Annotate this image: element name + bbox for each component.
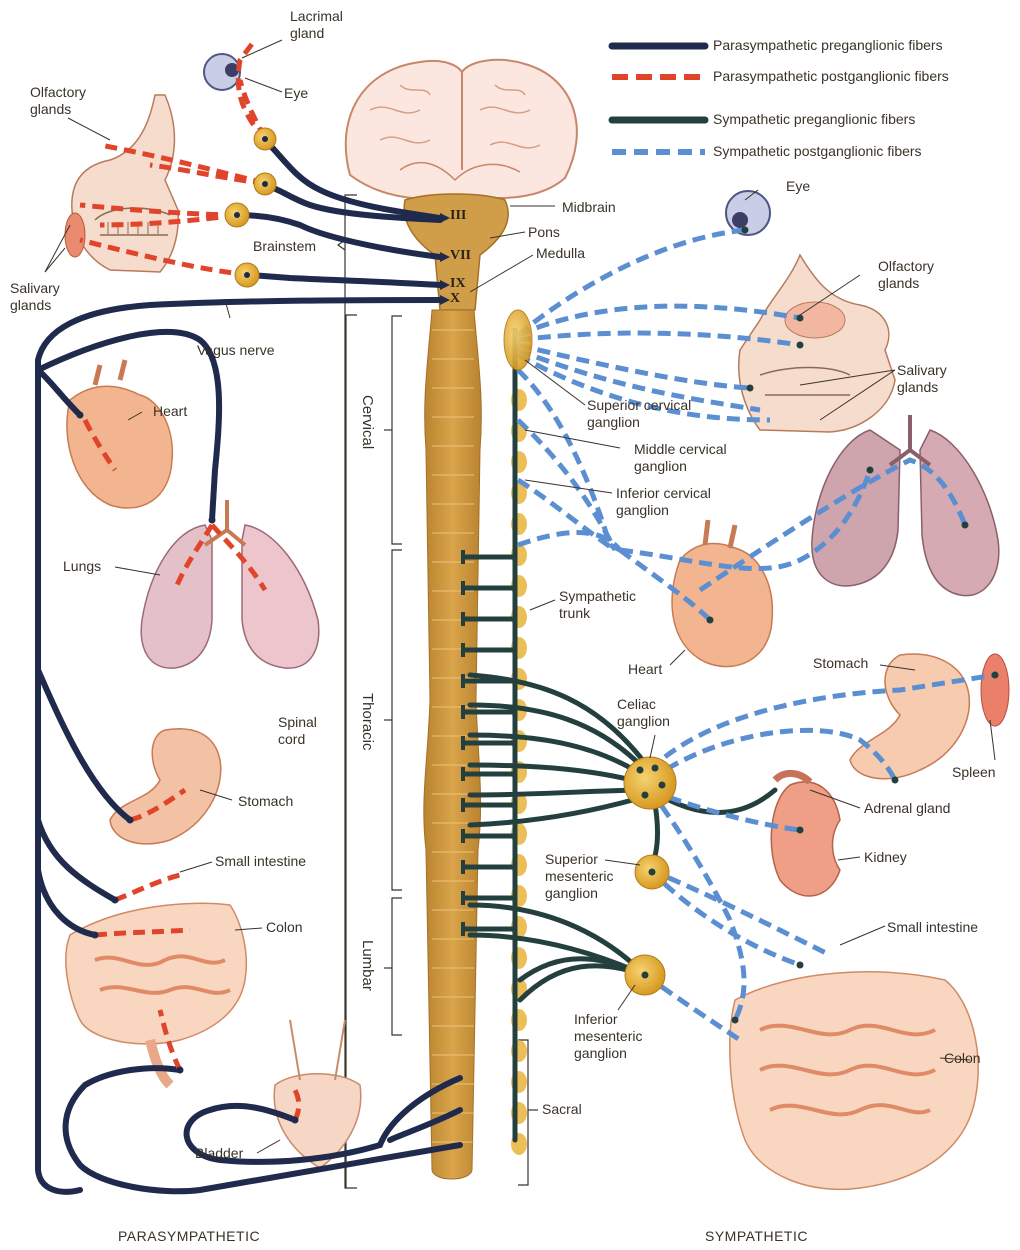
spleen — [981, 654, 1009, 726]
kidney — [771, 782, 840, 896]
celiac-ganglion — [624, 757, 676, 809]
label-small-intestine-left: Small intestine — [215, 853, 306, 870]
label-salivary-glands-right: Salivary glands — [897, 362, 947, 396]
label-heart-left: Heart — [153, 403, 187, 420]
caption-parasympathetic: PARASYMPATHETIC — [118, 1228, 260, 1244]
label-midbrain: Midbrain — [562, 199, 616, 216]
nerve-ix-label: IX — [450, 276, 466, 292]
nerve-iii-label: III — [450, 208, 466, 224]
label-cervical: Cervical — [359, 395, 376, 449]
label-stomach-right: Stomach — [813, 655, 868, 672]
label-bladder: Bladder — [195, 1145, 243, 1162]
label-lacrimal-gland: Lacrimal gland — [290, 8, 343, 42]
brain — [346, 60, 577, 199]
label-adrenal-gland: Adrenal gland — [864, 800, 950, 817]
label-inferior-cervical-ganglion: Inferior cervical ganglion — [616, 485, 711, 519]
head-profile-right — [739, 255, 895, 432]
label-pons: Pons — [528, 224, 560, 241]
brainstem-and-spinal-cord — [404, 194, 508, 1179]
label-superior-mesenteric-ganglion: Superior mesenteric ganglion — [545, 851, 613, 902]
label-vagus-nerve: Vagus nerve — [197, 342, 275, 359]
label-eye-right: Eye — [786, 178, 810, 195]
label-sympathetic-trunk: Sympathetic trunk — [559, 588, 636, 622]
label-lumbar: Lumbar — [359, 940, 376, 991]
legend-parasym-post-label: Parasympathetic postganglionic fibers — [713, 68, 949, 84]
colon-left — [66, 903, 246, 1044]
label-stomach-left: Stomach — [238, 793, 293, 810]
stomach-left — [110, 729, 221, 844]
label-thoracic: Thoracic — [359, 693, 376, 751]
colon-right — [730, 972, 978, 1190]
label-olfactory-glands-right: Olfactory glands — [878, 258, 934, 292]
label-salivary-glands-left: Salivary glands — [10, 280, 60, 314]
label-superior-cervical-ganglion: Superior cervical ganglion — [587, 397, 691, 431]
label-heart-right: Heart — [628, 661, 662, 678]
caption-sympathetic: SYMPATHETIC — [705, 1228, 808, 1244]
legend-sym-post-label: Sympathetic postganglionic fibers — [713, 143, 922, 159]
label-olfactory-glands-left: Olfactory glands — [30, 84, 86, 118]
adrenal — [775, 773, 810, 782]
head-profile-left — [72, 95, 178, 272]
label-celiac-ganglion: Celiac ganglion — [617, 696, 670, 730]
legend-sym-pre-label: Sympathetic preganglionic fibers — [713, 111, 915, 127]
label-middle-cervical-ganglion: Middle cervical ganglion — [634, 441, 727, 475]
label-small-intestine-right: Small intestine — [887, 919, 978, 936]
label-colon-right: Colon — [944, 1050, 981, 1067]
label-spinal-cord: Spinal cord — [278, 714, 317, 748]
label-lungs-left: Lungs — [63, 558, 101, 575]
label-kidney: Kidney — [864, 849, 907, 866]
label-medulla: Medulla — [536, 245, 585, 262]
legend — [612, 46, 705, 152]
label-inferior-mesenteric-ganglion: Inferior mesenteric ganglion — [574, 1011, 642, 1062]
sym-organs — [672, 191, 1009, 1189]
label-eye-left: Eye — [284, 85, 308, 102]
label-sacral: Sacral — [542, 1101, 582, 1118]
parasym-organs — [65, 54, 361, 1168]
stomach-right — [850, 654, 969, 779]
label-colon-left: Colon — [266, 919, 303, 936]
legend-parasym-pre-label: Parasympathetic preganglionic fibers — [713, 37, 943, 53]
label-brainstem: Brainstem — [253, 238, 316, 255]
nerve-vii-label: VII — [450, 248, 471, 264]
nerve-x-label: X — [450, 291, 460, 307]
label-spleen: Spleen — [952, 764, 996, 781]
